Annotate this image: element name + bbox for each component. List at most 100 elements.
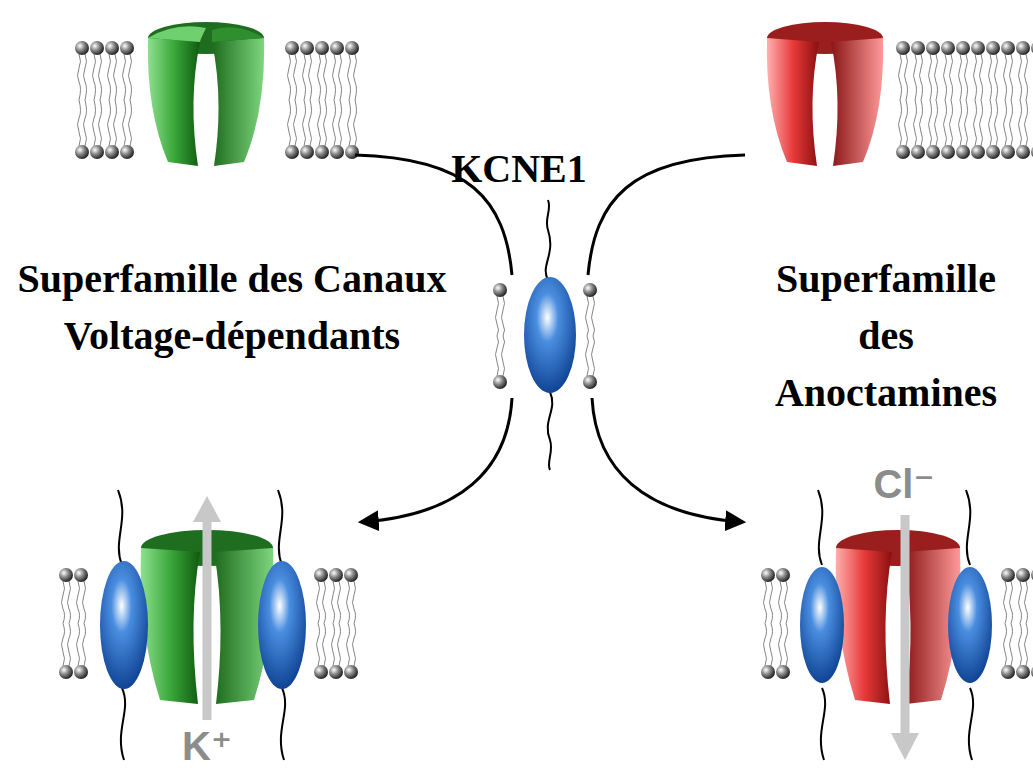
lipid-tail [929,100,932,146]
lipid-head [761,568,775,582]
lipid-tail [1019,581,1022,624]
lipid-tail [129,100,132,146]
lipid-tail [965,54,968,100]
lipid-tail [288,100,291,146]
lipid-head [1031,41,1033,55]
lipid-head [345,145,359,159]
lipid-head [285,145,299,159]
lipid-tail [935,100,938,146]
lipid-tail [496,296,499,336]
lipid-head [314,568,328,582]
lipid-tail [995,100,998,146]
lipid-tail [62,581,65,624]
lipid-tail [935,54,938,100]
lipid-head [90,145,104,159]
lipid-tail [905,54,908,100]
lipid-tail [1025,54,1028,100]
lipid-head [911,145,925,159]
lipid-tail [959,54,962,100]
lipid-tail [347,581,350,624]
lipid-tail [1019,624,1022,667]
lipid-tail [333,54,336,100]
lipid-tail [920,54,923,100]
lipid-tail [779,624,782,667]
lipid-tail [318,54,321,100]
lipid-tail [114,100,117,146]
lipid-tail [899,54,902,100]
lipid-head [583,283,597,297]
lipid-head [75,41,89,55]
lipid-tail [83,581,86,624]
lipid-head [1031,568,1033,582]
voltage-channel [148,22,264,166]
lipid-head [1001,41,1015,55]
lipid-head [344,568,358,582]
lipid-tail [317,624,320,667]
lipid-head [105,41,119,55]
ion-label: Cl⁻ [854,460,954,508]
lipid-head [1031,665,1033,679]
lipid-tail [318,100,321,146]
lipid-tail [592,336,595,376]
lipid-tail [770,581,773,624]
lipid-tail [108,100,111,146]
lipid-head [300,41,314,55]
kcne1-protein [524,200,576,470]
lipid-tail [1004,581,1007,624]
lipid-head [74,665,88,679]
lipid-head [329,665,343,679]
lipid-head [1001,665,1015,679]
lipid-tail [965,100,968,146]
lipid-tail [338,624,341,667]
lipid-head [330,41,344,55]
family-label: Superfamille des Canaux Voltage-dépendan… [17,250,447,364]
lipid-head [345,41,359,55]
lipid-tail [317,581,320,624]
lipid-tail [338,581,341,624]
lipid-head [1016,145,1030,159]
lipid-head [1001,145,1015,159]
lipid-tail [68,624,71,667]
lipid-head [986,41,1000,55]
lipid-tail [959,100,962,146]
lipid-tail [1025,100,1028,146]
lipid-tail [309,54,312,100]
lipid-tail [764,581,767,624]
lipid-tail [84,100,87,146]
lipid-tail [333,100,336,146]
lipid-head [120,41,134,55]
lipid-tail [950,54,953,100]
lipid-head [300,145,314,159]
arrow-line [362,398,512,522]
lipid-head [776,568,790,582]
lipid-tail [995,54,998,100]
lipid-tail [303,100,306,146]
lipid-tail [980,100,983,146]
lipid-tail [78,100,81,146]
lipid-tail [332,624,335,667]
lipid-tail [944,100,947,146]
lipid-tail [347,624,350,667]
lipid-tail [785,581,788,624]
lipid-tail [288,54,291,100]
lipid-head [314,665,328,679]
lipid-head [493,375,507,389]
lipid-tail [68,581,71,624]
lipid-head [74,568,88,582]
arrow-line [592,398,742,522]
anoctamin-channel [767,22,883,166]
lipid-tail [1025,581,1028,624]
lipid-tail [1010,581,1013,624]
lipid-head [59,568,73,582]
lipid-head [105,145,119,159]
lipid-tail [502,296,505,336]
lipid-tail [114,54,117,100]
lipid-head [971,145,985,159]
lipid-tail [348,100,351,146]
lipid-tail [84,54,87,100]
lipid-tail [294,100,297,146]
lipid-tail [83,624,86,667]
lipid-tail [78,54,81,100]
lipid-head [776,665,790,679]
lipid-tail [914,100,917,146]
